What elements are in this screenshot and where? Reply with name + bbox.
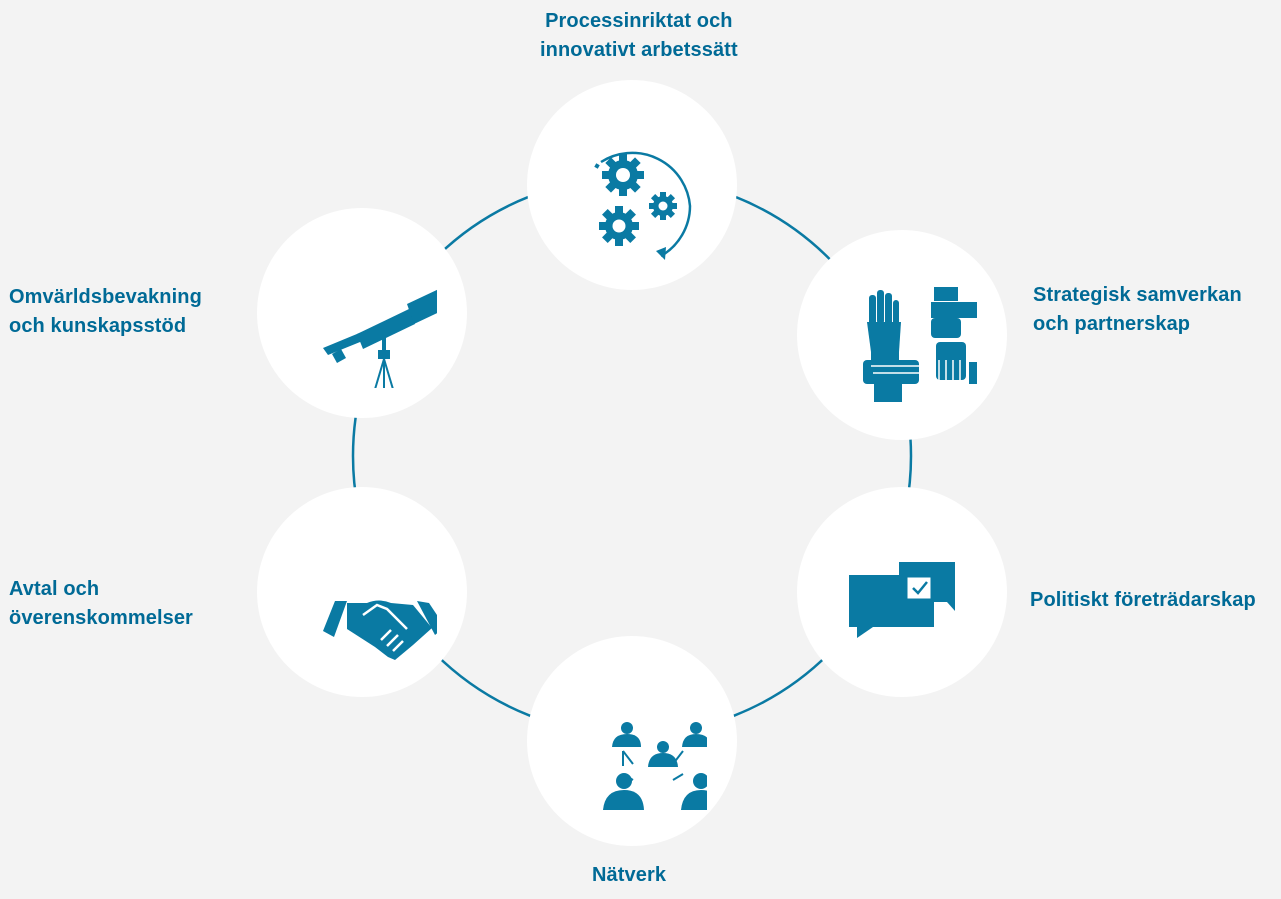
handshake-icon xyxy=(323,600,437,660)
label-collaboration-line2: och partnerskap xyxy=(1033,313,1191,335)
node-agreements xyxy=(257,487,467,697)
label-process-line1: Processinriktat och xyxy=(545,10,733,32)
network-people-icon xyxy=(603,722,707,810)
node-collaboration xyxy=(797,230,1007,440)
label-monitoring: Omvärldsbevakning och kunskapsstöd xyxy=(9,283,202,341)
joined-hands-icon xyxy=(863,287,977,402)
label-agreements-line1: Avtal och xyxy=(9,578,100,600)
label-agreements-line2: överenskommelser xyxy=(9,607,193,629)
label-process-line2: innovativt arbetssätt xyxy=(540,39,738,61)
telescope-icon xyxy=(323,289,437,388)
node-process xyxy=(527,80,737,290)
gears-cycle-icon xyxy=(594,151,692,260)
label-collaboration: Strategisk samverkan och partnerskap xyxy=(1033,281,1242,339)
label-process: Processinriktat och innovativt arbetssät… xyxy=(540,7,738,65)
label-collaboration-line1: Strategisk samverkan xyxy=(1033,284,1242,306)
label-network: Nätverk xyxy=(592,861,666,890)
speech-bubbles-check-icon xyxy=(849,562,955,638)
label-monitoring-line1: Omvärldsbevakning xyxy=(9,286,202,308)
node-monitoring xyxy=(257,208,467,418)
label-advocacy: Politiskt företrädarskap xyxy=(1030,586,1256,615)
label-agreements: Avtal och överenskommelser xyxy=(9,575,193,633)
label-monitoring-line2: och kunskapsstöd xyxy=(9,315,187,337)
label-advocacy-line1: Politiskt företrädarskap xyxy=(1030,589,1256,611)
node-network xyxy=(527,636,737,846)
label-network-line1: Nätverk xyxy=(592,864,667,886)
node-advocacy xyxy=(797,487,1007,697)
